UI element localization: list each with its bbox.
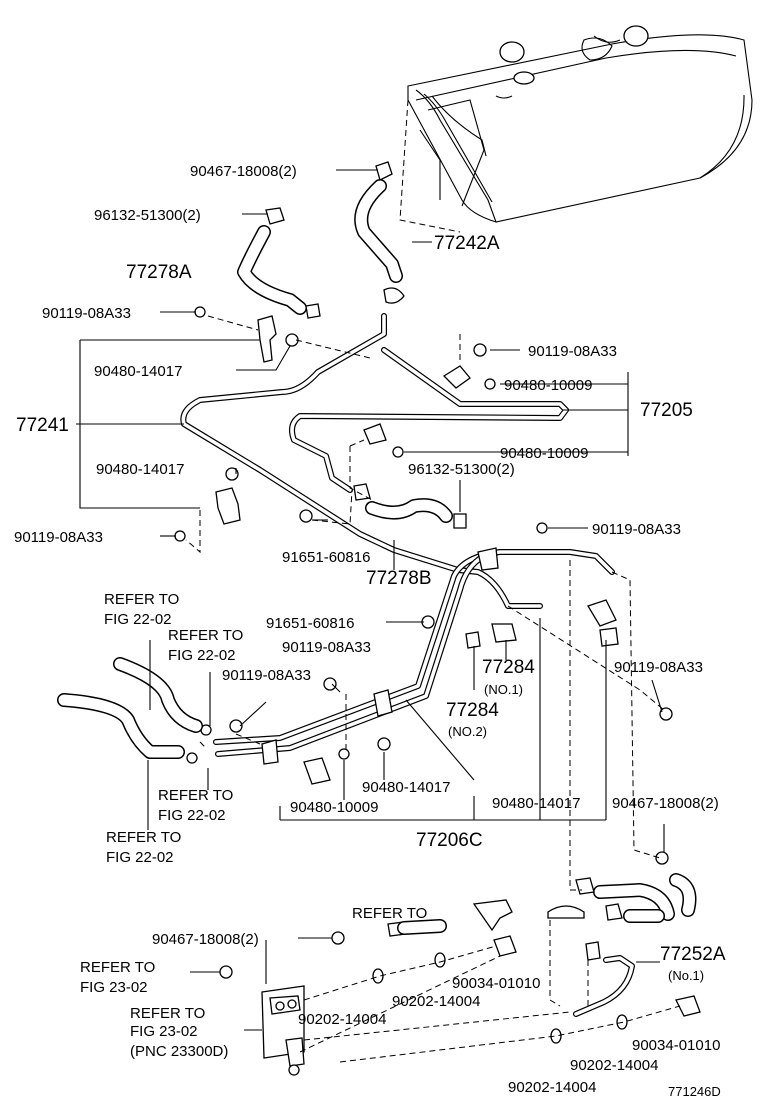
label-90034-01010-b: 90034-01010	[632, 1037, 720, 1054]
label-77284-no2-suffix: (NO.2)	[448, 724, 487, 739]
label-refer5: REFER TO	[352, 905, 427, 922]
label-77284-no2: 77284	[446, 700, 499, 721]
label-96132-51300-top: 96132-51300(2)	[94, 207, 201, 224]
label-90119-08A33-g: 90119-08A33	[614, 659, 703, 676]
label-90119-08A33-c: 90119-08A33	[14, 529, 103, 546]
label-refer7-line3: (PNC 23300D)	[130, 1043, 228, 1060]
label-77284-no1-suffix: (NO.1)	[484, 682, 523, 697]
label-refer4-line1: REFER TO	[106, 829, 181, 846]
label-77206C: 77206C	[416, 830, 483, 851]
diagram-code: 771246D	[668, 1084, 721, 1099]
label-refer1-line1: REFER TO	[104, 591, 179, 608]
label-90202-14004-c: 90202-14004	[570, 1057, 658, 1074]
bolt-parts	[174, 306, 673, 979]
fuel-tank	[399, 25, 753, 233]
label-refer7-line1: REFER TO	[130, 1005, 205, 1022]
dashed-lines	[185, 315, 681, 1063]
label-77242A: 77242A	[434, 233, 500, 254]
label-90480-14017-d: 90480-14017	[492, 795, 580, 812]
label-90119-08A33-a: 90119-08A33	[42, 305, 131, 322]
hose-77278B	[365, 498, 453, 523]
label-refer3-line1: REFER TO	[158, 787, 233, 804]
label-90480-14017-b: 90480-14017	[96, 461, 184, 478]
label-90467-18008-top: 90467-18008(2)	[190, 163, 297, 180]
label-refer6-line2: FIG 23-02	[80, 979, 148, 996]
label-77252A-suffix: (No.1)	[668, 968, 704, 983]
label-90119-08A33-b: 90119-08A33	[528, 343, 617, 360]
label-refer1-line2: FIG 22-02	[104, 611, 172, 628]
hose-77242A	[354, 179, 403, 283]
label-77284-no1: 77284	[482, 657, 535, 678]
pipe-77241	[180, 313, 543, 609]
label-77278B: 77278B	[366, 568, 432, 589]
label-96132-51300-mid: 96132-51300(2)	[408, 461, 515, 478]
label-91651-60816-b: 91651-60816	[266, 615, 354, 632]
label-90202-14004-a: 90202-14004	[392, 993, 480, 1010]
label-90480-10009-a: 90480-10009	[504, 377, 592, 394]
label-refer3-line2: FIG 22-02	[158, 807, 226, 824]
label-90480-10009-c: 90480-10009	[290, 799, 378, 816]
label-90467-18008-mid: 90467-18008(2)	[612, 795, 719, 812]
label-90480-14017-c: 90480-14017	[362, 779, 450, 796]
fuel-filter-assembly	[261, 985, 305, 1076]
label-90480-14017-a: 90480-14017	[94, 363, 182, 380]
hoses-lower-right	[547, 873, 697, 961]
label-77241: 77241	[16, 415, 69, 436]
leader-lines	[76, 169, 665, 1031]
label-refer2-line1: REFER TO	[168, 627, 243, 644]
label-77252A: 77252A	[660, 944, 726, 965]
label-91651-60816-a: 91651-60816	[282, 549, 370, 566]
clamp-parts	[265, 161, 467, 529]
label-90202-14004-b: 90202-14004	[298, 1011, 386, 1028]
label-90034-01010-a: 90034-01010	[452, 975, 540, 992]
label-refer7-line2: FIG 23-02	[130, 1023, 198, 1040]
label-77278A: 77278A	[126, 262, 192, 283]
label-90119-08A33-e: 90119-08A33	[282, 639, 371, 656]
callout-labels: 90467-18008(2) 96132-51300(2) 77278A 772…	[14, 163, 726, 1099]
refer-parts-bottom	[372, 899, 701, 1044]
pipe-77252A	[573, 955, 635, 1017]
refer-hoses-left	[57, 657, 203, 759]
pipe-clamps	[215, 315, 619, 785]
label-90119-08A33-d: 90119-08A33	[592, 521, 681, 538]
label-90119-08A33-f: 90119-08A33	[222, 667, 311, 684]
label-refer2-line2: FIG 22-02	[168, 647, 236, 664]
label-refer4-line2: FIG 22-02	[106, 849, 174, 866]
label-77205: 77205	[640, 400, 693, 421]
label-90467-18008-bot: 90467-18008(2)	[152, 931, 259, 948]
label-refer6-line1: REFER TO	[80, 959, 155, 976]
hose-77278A	[237, 225, 307, 315]
label-90480-10009-b: 90480-10009	[500, 445, 588, 462]
label-90202-14004-d: 90202-14004	[508, 1079, 596, 1096]
